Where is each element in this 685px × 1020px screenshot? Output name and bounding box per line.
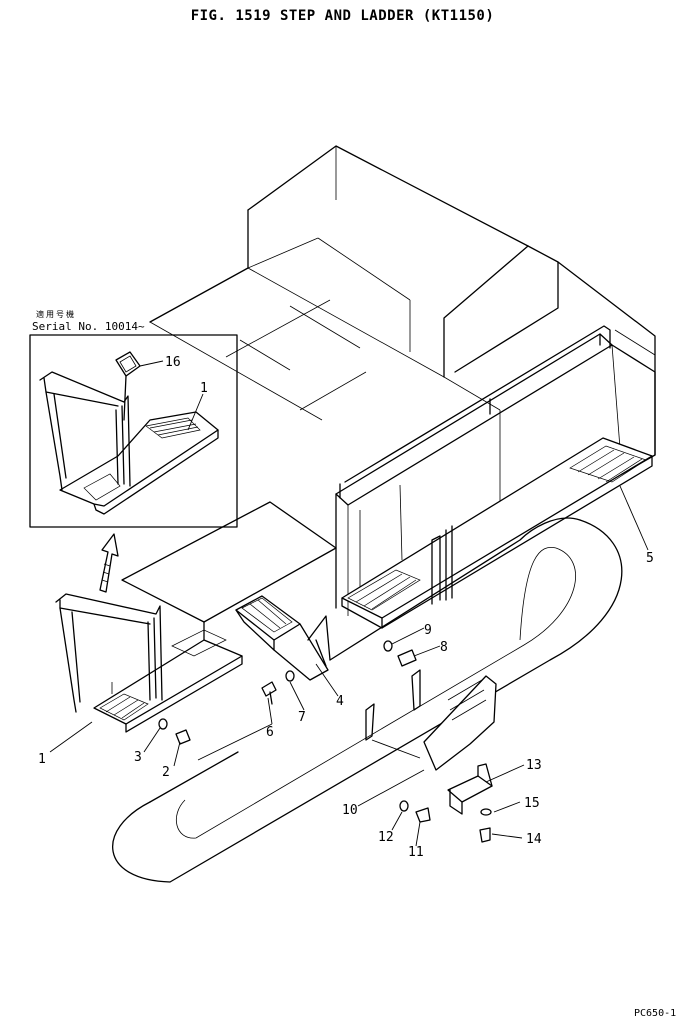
washer-9	[383, 640, 393, 652]
callout-13: 13	[526, 758, 542, 773]
callout-labels: 1 16 1 5 9 8 4 7 6 3 2 13 15 10 12 11 14	[38, 355, 654, 860]
callout-1: 1	[38, 752, 46, 767]
callout-10: 10	[342, 803, 358, 818]
bolt-2	[175, 729, 191, 745]
leader-lines	[49, 360, 649, 847]
callout-2: 2	[162, 765, 170, 780]
bolt-11	[415, 807, 431, 823]
callout-8: 8	[440, 640, 448, 655]
callout-1-inset: 1	[200, 381, 208, 396]
corner-code: PC650-1	[634, 1008, 677, 1019]
washer-15	[480, 808, 492, 816]
plate-13	[447, 763, 493, 815]
callout-16: 16	[165, 355, 181, 370]
callout-15: 15	[524, 796, 540, 811]
serial-note-japanese: 適用号機	[36, 310, 76, 319]
machine-upper-body	[149, 145, 656, 475]
callout-11: 11	[408, 845, 424, 860]
long-step-5	[341, 437, 653, 629]
serial-note: Serial No. 10014~	[32, 320, 145, 333]
bracket-10	[365, 669, 497, 771]
callout-12: 12	[378, 830, 394, 845]
callout-5: 5	[646, 551, 654, 566]
bolt-8	[397, 649, 417, 667]
bolt-6	[261, 681, 277, 697]
callout-14: 14	[526, 832, 542, 847]
bolt-14	[479, 827, 491, 843]
washer-12	[399, 800, 409, 812]
washer-7	[285, 670, 295, 682]
callout-3: 3	[134, 750, 142, 765]
washer-3	[158, 718, 168, 730]
hardware-bolts-washers	[158, 640, 492, 843]
small-step-4	[235, 595, 331, 681]
left-step-platform	[55, 501, 337, 733]
up-arrow	[99, 533, 119, 593]
callout-7: 7	[298, 710, 306, 725]
figure-title: FIG. 1519 STEP AND LADDER (KT1150)	[190, 8, 495, 24]
callout-4: 4	[336, 694, 344, 709]
callout-9: 9	[424, 623, 432, 638]
inset-variant-box	[29, 334, 238, 528]
callout-6: 6	[266, 725, 274, 740]
crawler-track-frame	[112, 517, 623, 883]
